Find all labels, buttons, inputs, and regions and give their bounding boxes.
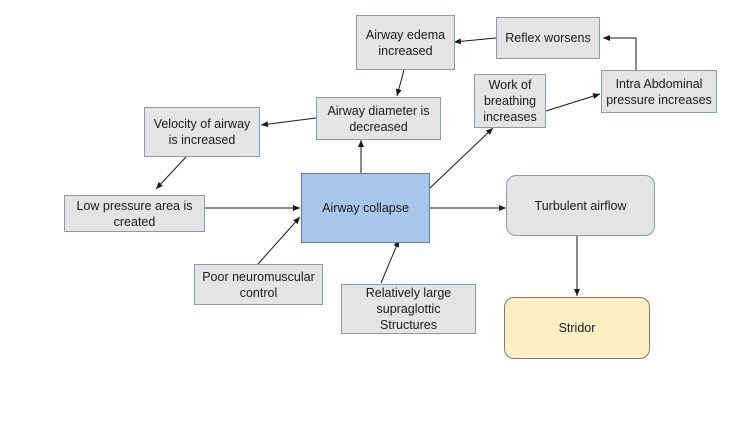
- node-work-of-breathing: Work of breathing increases: [474, 74, 546, 128]
- node-airway-diameter: Airway diameter is decreased: [316, 97, 441, 140]
- arrow-collapse-to-work: [429, 127, 494, 189]
- node-turbulent-airflow: Turbulent airflow: [506, 175, 655, 236]
- node-intra-abdominal: Intra Abdominal pressure increases: [601, 70, 717, 113]
- node-poor-neuromuscular: Poor neuromuscular control: [194, 264, 323, 305]
- node-low-pressure: Low pressure area is created: [64, 195, 205, 232]
- node-stridor: Stridor: [504, 297, 650, 359]
- arrow-intra-abdominal-to-reflex: [603, 35, 637, 70]
- node-supraglottic: Relatively large supraglottic Structures: [341, 284, 476, 334]
- arrow-edema-to-diameter: [395, 69, 405, 97]
- arrow-reflex-to-edema: [453, 37, 497, 45]
- node-reflex-worsens: Reflex worsens: [496, 17, 600, 59]
- arrow-neuromuscular-to-collapse: [257, 216, 301, 265]
- arrow-velocity-to-low-pressure: [155, 156, 187, 190]
- arrow-work-to-intra-abdominal: [545, 93, 601, 112]
- arrow-diameter-to-velocity: [260, 117, 317, 128]
- node-airway-collapse: Airway collapse: [301, 173, 430, 243]
- arrow-supraglottic-to-collapse: [380, 239, 400, 284]
- node-airway-edema: Airway edema increased: [356, 15, 455, 70]
- node-velocity-airway: Velocity of airway is increased: [144, 107, 260, 157]
